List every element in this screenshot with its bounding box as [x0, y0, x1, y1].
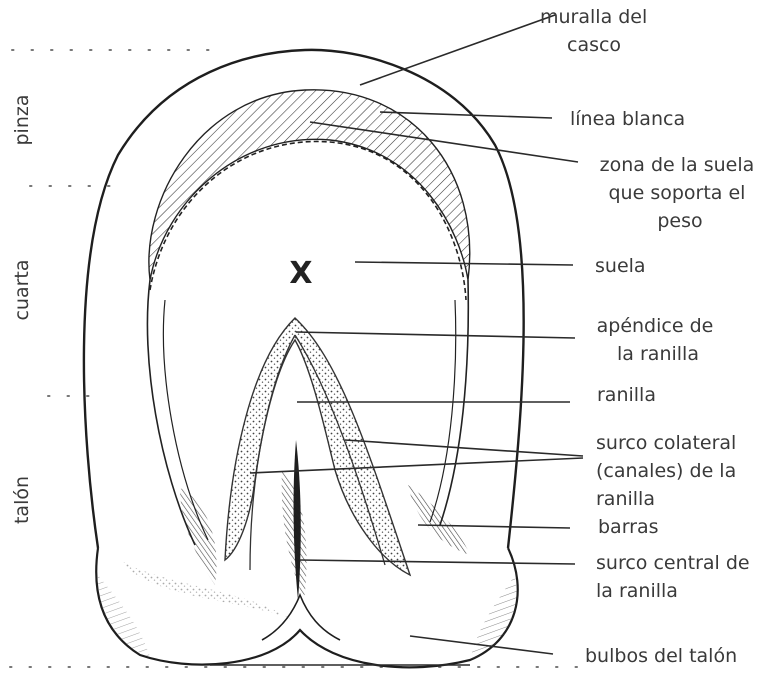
label-ranilla: ranilla: [597, 384, 656, 406]
white-line-right-inner: [430, 300, 456, 522]
zone-label-talon: talón: [11, 476, 33, 524]
label-zona-suela-line2: que soporta el: [609, 182, 746, 204]
label-suela: suela: [595, 255, 646, 277]
label-bulbos-line1: bulbos del talón: [585, 645, 737, 667]
label-barras: barras: [598, 516, 659, 538]
label-surco-colateral: surco colateral (canales) de la ranilla: [596, 432, 742, 510]
center-mark: X: [289, 256, 312, 291]
label-bulbos: bulbos del talón: [585, 645, 737, 667]
label-muralla: muralla del casco: [540, 6, 653, 56]
label-linea-blanca-line1: línea blanca: [570, 108, 685, 130]
label-surco-colateral-line1: surco colateral: [596, 432, 736, 454]
label-zona-suela: zona de la suela que soporta el peso: [600, 154, 761, 232]
bar-left: [180, 488, 217, 585]
leader-linea-blanca: [380, 112, 552, 118]
frog-outer: [225, 318, 410, 575]
label-surco-central-line2: la ranilla: [596, 580, 678, 602]
label-suela-line1: suela: [595, 255, 646, 277]
leader-surco-colateral-a: [345, 440, 583, 456]
zone-label-cuarta: cuarta: [11, 259, 33, 320]
label-surco-central: surco central de la ranilla: [596, 552, 756, 602]
leader-surco-central: [300, 560, 575, 564]
leader-muralla: [360, 15, 555, 85]
label-apendice: apéndice de la ranilla: [597, 315, 720, 365]
label-ranilla-line1: ranilla: [597, 384, 656, 406]
leader-surco-colateral-b: [250, 458, 583, 473]
label-apendice-line2: la ranilla: [617, 343, 699, 365]
label-zona-suela-line3: peso: [657, 210, 702, 232]
leader-apendice: [296, 332, 575, 338]
bar-right: [408, 485, 470, 555]
white-line-band: [149, 90, 470, 280]
zone-label-pinza: pinza: [11, 95, 33, 146]
label-surco-central-line1: surco central de: [596, 552, 750, 574]
label-muralla-line2: casco: [567, 34, 621, 56]
label-muralla-line1: muralla del: [540, 6, 647, 28]
central-sulcus-hatch: [282, 470, 307, 600]
heel-shading-left: [98, 575, 150, 657]
label-barras-line1: barras: [598, 516, 659, 538]
bulb-cleft: [262, 595, 340, 640]
label-zona-suela-line1: zona de la suela: [600, 154, 755, 176]
label-apendice-line1: apéndice de: [597, 315, 714, 337]
hoof-drawing: [84, 50, 524, 667]
label-surco-colateral-line2: (canales) de la: [596, 460, 736, 482]
label-linea-blanca: línea blanca: [570, 108, 685, 130]
label-surco-colateral-line3: ranilla: [596, 488, 655, 510]
